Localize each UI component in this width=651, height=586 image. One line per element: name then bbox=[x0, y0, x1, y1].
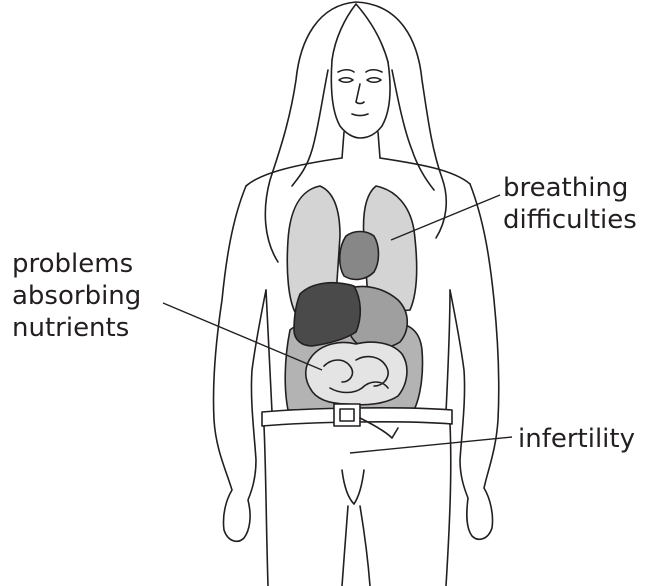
crotch bbox=[342, 470, 364, 504]
callout-line-infertility bbox=[350, 437, 512, 453]
arm-right bbox=[450, 184, 499, 539]
torso-left bbox=[266, 290, 272, 412]
label-line: infertility bbox=[518, 423, 635, 455]
torso-right bbox=[446, 290, 450, 412]
eyebrow-right bbox=[366, 70, 382, 72]
hair-inner bbox=[292, 70, 434, 190]
label-line: absorbing bbox=[12, 280, 141, 312]
leg-right bbox=[360, 424, 451, 586]
leg-left bbox=[264, 426, 348, 586]
eyebrow-left bbox=[338, 70, 354, 72]
label-line: difficulties bbox=[503, 204, 637, 236]
heart bbox=[340, 232, 379, 280]
small-intestines bbox=[306, 342, 407, 405]
label-breathing-difficulties: breathing difficulties bbox=[503, 172, 637, 236]
label-line: problems bbox=[12, 248, 141, 280]
hair-part bbox=[332, 4, 388, 62]
label-line: nutrients bbox=[12, 312, 141, 344]
arm-left bbox=[213, 186, 266, 541]
nose bbox=[356, 84, 364, 104]
eye-left bbox=[339, 78, 353, 83]
eye-right bbox=[367, 78, 381, 83]
belt-buckle bbox=[334, 404, 360, 426]
label-infertility: infertility bbox=[518, 423, 635, 455]
label-line: breathing bbox=[503, 172, 637, 204]
neck bbox=[342, 132, 380, 158]
mouth bbox=[352, 114, 368, 116]
label-problems-absorbing-nutrients: problems absorbing nutrients bbox=[12, 248, 141, 344]
